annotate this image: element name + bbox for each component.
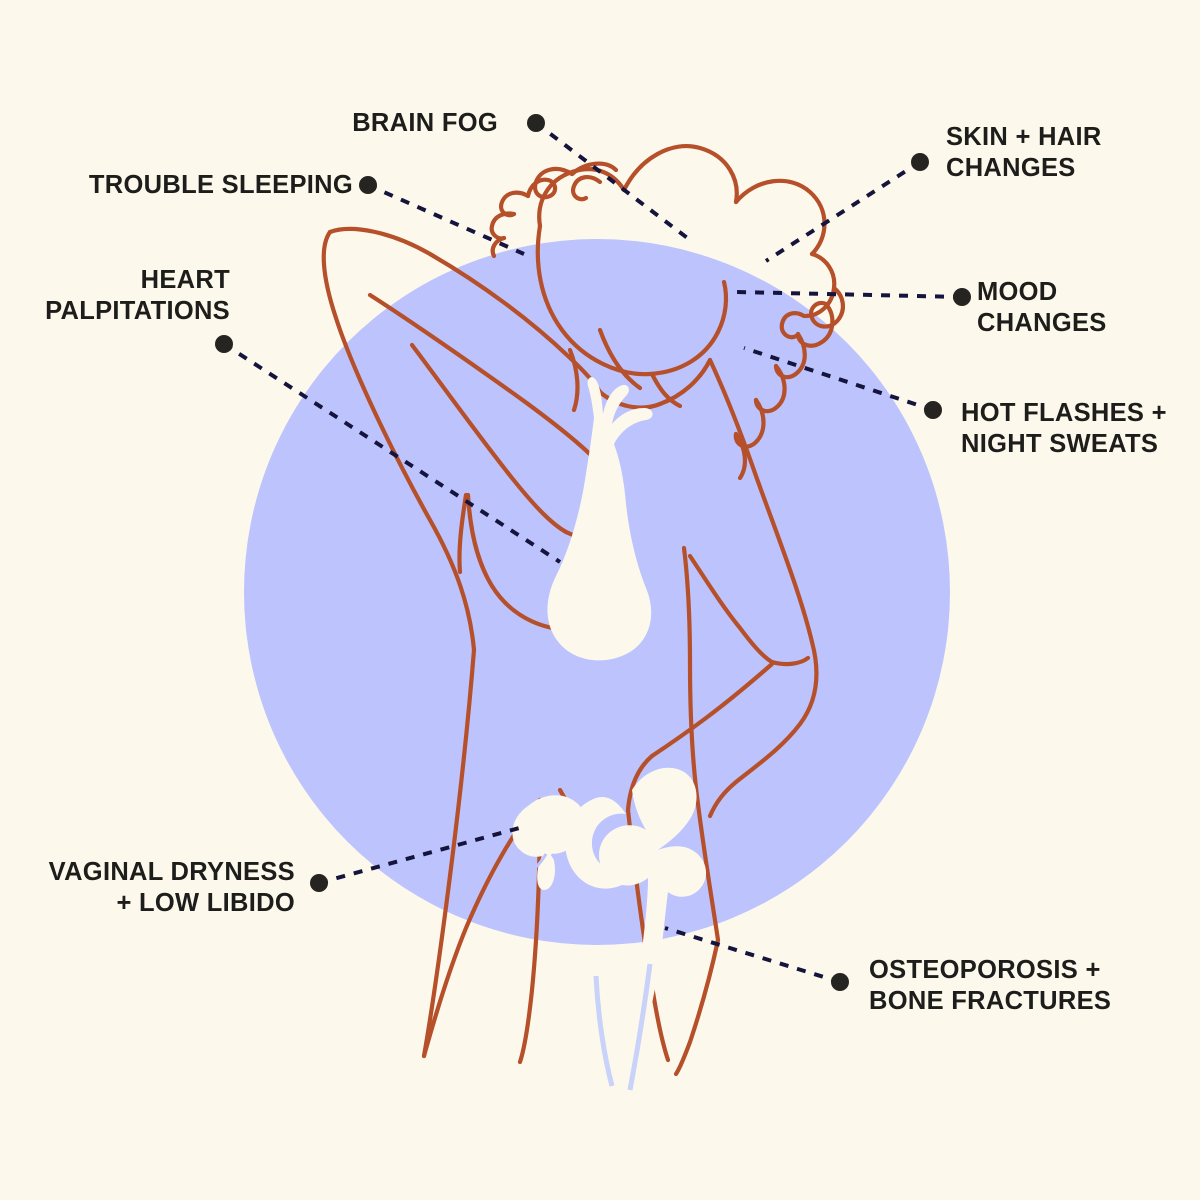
label-skin-hair-changes: SKIN + HAIR CHANGES (946, 123, 1102, 183)
leader-line-heart-palpitations (222, 342, 562, 564)
leader-dot-mood-changes (953, 288, 971, 306)
right-forearm-inner (649, 661, 775, 759)
right-forearm-lower (707, 779, 739, 819)
leader-dot-skin-hair-changes (911, 153, 929, 171)
right-elbow-contour (733, 639, 819, 785)
torso-right-contour (681, 545, 721, 943)
hip-bone-femur (565, 767, 707, 1091)
leader-line-skin-hair-changes (764, 160, 922, 263)
right-leg-outer (673, 937, 721, 1077)
bone-shadow-line-1 (593, 975, 615, 1087)
face-cheek-line (715, 279, 729, 335)
leader-dot-hot-flashes (924, 401, 942, 419)
label-hot-flashes-night-sweats: HOT FLASHES + NIGHT SWEATS (961, 399, 1167, 459)
collarbone-line (597, 389, 663, 410)
leader-dot-trouble-sleeping (359, 176, 377, 194)
leader-line-hot-flashes (743, 346, 934, 412)
leader-dot-brain-fog (527, 114, 545, 132)
hair-curl-left-4 (490, 235, 507, 259)
bladder-uterus-organ (512, 795, 586, 890)
hair-curl-left-5 (569, 161, 619, 177)
label-vaginal-dryness-low-libido: VAGINAL DRYNESS + LOW LIBIDO (48, 858, 295, 918)
right-arm-outer (707, 357, 815, 645)
neck-left-line (597, 327, 643, 391)
chin-line (649, 371, 683, 409)
label-heart-palpitations: HEART PALPITATIONS (45, 266, 230, 326)
right-upper-arm-inner (687, 553, 775, 665)
label-osteoporosis-bone-fractures: OSTEOPOROSIS + BONE FRACTURES (869, 956, 1112, 1016)
torso-left-contour (421, 647, 477, 1059)
bladder-silhouette (512, 795, 586, 890)
hair-curl-right-6 (733, 431, 747, 481)
hip-crease-line (625, 753, 655, 813)
bone-shadow-line-2 (627, 963, 653, 1091)
label-mood-changes: MOOD CHANGES (977, 278, 1107, 338)
raised-arm-outer-edge (321, 229, 477, 653)
hair-curl-right-1 (809, 285, 845, 329)
leader-dots-group (215, 114, 971, 991)
hair-crown (621, 144, 739, 205)
pelvis-silhouette (565, 796, 638, 889)
uterus-right-tube (550, 853, 575, 878)
label-brain-fog: BRAIN FOG (352, 109, 498, 137)
femur-silhouette (599, 767, 707, 1090)
forearm-inner-edge (367, 292, 608, 473)
hand-on-hip (769, 655, 811, 667)
label-trouble-sleeping: TROUBLE SLEEPING (88, 171, 353, 199)
hair-right-mass (733, 178, 827, 257)
forearm-lower-edge (409, 342, 569, 535)
raised-arm-upper-edge (327, 226, 603, 395)
hair-curl-left-3 (489, 211, 517, 241)
leader-dot-heart-palpitations (215, 335, 233, 353)
leader-dot-vaginal-dryness (310, 874, 328, 892)
hair-curl-right-5 (733, 397, 766, 449)
leader-lines-group (222, 121, 963, 984)
heart-organ (547, 377, 653, 661)
leader-line-brain-fog (534, 121, 692, 242)
shoulder-crease (567, 347, 580, 413)
hair-curl-left-6 (571, 175, 603, 202)
leader-dot-osteoporosis (831, 973, 849, 991)
uterus-left-tube (523, 853, 548, 878)
leader-line-mood-changes (736, 290, 963, 299)
leader-line-osteoporosis (664, 926, 841, 984)
hair-curl-left-1 (525, 166, 575, 200)
heart-silhouette (547, 377, 653, 661)
neck-right-line (657, 357, 713, 407)
hair-curl-right-7 (779, 311, 807, 340)
head-jaw-contour (535, 223, 721, 377)
